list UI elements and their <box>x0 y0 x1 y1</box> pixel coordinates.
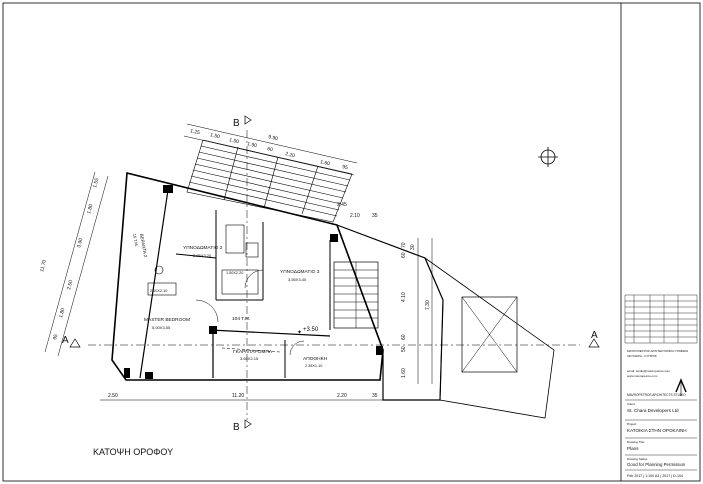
svg-text:2.20: 2.20 <box>337 393 347 399</box>
svg-text:30: 30 <box>410 244 416 250</box>
structural-columns <box>124 185 383 379</box>
section-a-right-icon <box>588 338 600 348</box>
svg-text:60: 60 <box>401 334 407 340</box>
project-label: Project <box>627 422 637 426</box>
external-stair <box>186 139 353 223</box>
section-b-bottom-icon <box>244 419 252 429</box>
bottom-dimension-labels: 2.50 11.20 2.20 35 <box>108 393 378 399</box>
bedroom3-label: ΥΠΝΟΔΩΜΑΤΙΟ 3 <box>280 269 320 275</box>
wardrobe-label: ΓΚΑΡΝΤΑΡΟΜΠΑ <box>233 349 273 355</box>
right-dimension-chain <box>417 238 433 384</box>
section-a-right-label: A <box>591 330 598 341</box>
building-outline <box>111 171 555 419</box>
left-dimension-chain <box>44 171 109 357</box>
top-dimension-labels: 1.25 1.50 1.50 1.90 60 2.20 1.60 95 9.90 <box>190 128 349 171</box>
section-b-top-label: B <box>233 118 240 129</box>
svg-text:1.80: 1.80 <box>58 307 66 318</box>
master-bedroom-label: MASTER BEDROOM <box>144 317 190 323</box>
drawing-status: Good for Planning Permission <box>627 462 686 467</box>
svg-text:1.90: 1.90 <box>247 141 258 149</box>
plan-title: ΚΑΤΟΨΗ ΟΡΟΦΟΥ <box>93 447 173 457</box>
client-name: St. Chara Developers Ltd <box>627 408 679 413</box>
svg-text:3.90: 3.90 <box>76 237 84 248</box>
north-arrow-icon <box>538 147 558 167</box>
drawing-title-label: Drawing Title <box>627 440 645 444</box>
svg-text:1.55: 1.55 <box>92 177 100 188</box>
svg-text:1.80: 1.80 <box>86 203 94 214</box>
svg-text:2.45: 2.45 <box>337 202 347 208</box>
svg-text:4.10: 4.10 <box>401 292 407 302</box>
bedroom3-dims: 3.55X3.40 <box>288 277 307 282</box>
svg-text:60: 60 <box>401 252 407 258</box>
svg-text:35: 35 <box>372 393 378 399</box>
section-b-bottom-label: B <box>233 422 240 433</box>
svg-text:1.50: 1.50 <box>210 132 221 140</box>
firm-web: www.mavropetros.com <box>627 374 658 378</box>
svg-text:9.90: 9.90 <box>268 134 279 142</box>
svg-text:95: 95 <box>342 164 349 171</box>
drawing-title: Plans <box>627 446 639 451</box>
veranda-label: ΒΕΡΑΝΤΑ 2 <box>139 233 148 258</box>
total-area-label: 104 T.M. <box>232 316 250 322</box>
svg-text:60: 60 <box>267 146 274 153</box>
firm-header: ΜΑΥΡΟΠΕΤΡΟΣ ΑΡΧΙΤΕΚΤΟΝΙΚΟ ΓΡΑΦΕΙΟ <box>627 349 689 353</box>
svg-text:1.60: 1.60 <box>320 159 331 167</box>
master-bedroom-dims: 5.00X3.55 <box>152 325 171 330</box>
svg-text:50: 50 <box>401 346 407 352</box>
top-dimension-chain <box>183 123 358 176</box>
svg-text:1.25: 1.25 <box>190 128 201 136</box>
level-label: +3.50 <box>303 327 319 333</box>
svg-text:1.60: 1.60 <box>401 368 407 378</box>
bath-dims: 1.50X2.20 <box>226 271 243 275</box>
svg-text:95: 95 <box>52 333 59 340</box>
svg-text:35: 35 <box>372 213 378 219</box>
veranda-area: 16 T.M. <box>132 233 139 247</box>
storage-label: ΑΠΟΘΗΚΗ <box>303 356 328 362</box>
svg-text:70: 70 <box>401 242 407 248</box>
section-a-left-label: A <box>62 335 69 346</box>
firm-name: MAVROPETROS ARCHITECTS STUDIO <box>627 393 686 397</box>
section-b-top-icon <box>244 115 252 125</box>
right-top-dimension-labels: 2.45 2.10 35 <box>337 202 378 219</box>
svg-text:2.20: 2.20 <box>285 151 296 159</box>
svg-text:7.30: 7.30 <box>425 300 431 310</box>
section-a-left-icon <box>69 338 81 348</box>
level-marker-icon: ✦ <box>297 329 302 336</box>
storage-dims: 2.35X1.10 <box>305 364 322 368</box>
client-label: Client <box>627 402 635 406</box>
firm-logo-icon <box>675 378 687 396</box>
drawing-status-label: Drawing Status <box>627 457 648 461</box>
svg-text:11.20: 11.20 <box>232 393 244 399</box>
svg-text:11.70: 11.70 <box>39 259 48 272</box>
bedroom2-dims: 3.65X3.20 <box>193 253 212 258</box>
svg-text:2.50: 2.50 <box>66 279 74 290</box>
firm-address: ΛΕΥΚΩΣΙΑ - ΚΥΠΡΟΣ <box>627 354 657 358</box>
wardrobe-dims: 3.65X2.15 <box>240 356 259 361</box>
drawing-footer: Feb 2017 | 1:100 A3 | 2017 | D-104 <box>627 474 683 478</box>
firm-email: email: studio@mavropetros.com <box>627 369 671 373</box>
ensuite-dims: 2.00X2.10 <box>150 289 167 293</box>
svg-text:1.50: 1.50 <box>229 137 240 145</box>
project-name: ΚΑΤΟΙΚΙΑ ΣΤΗΝ ΟΡΟΚΛΙΝΗ <box>627 428 687 433</box>
bedroom2-label: ΥΠΝΟΔΩΜΑΤΙΟ 2 <box>183 245 223 251</box>
left-dimension-labels: 1.55 1.80 3.90 2.50 1.80 95 11.70 <box>39 177 100 340</box>
svg-text:2.10: 2.10 <box>350 213 360 219</box>
title-block-grid <box>624 294 698 471</box>
svg-text:2.50: 2.50 <box>108 393 118 399</box>
right-dimension-labels: 70 60 30 4.10 60 50 1.60 7.30 <box>401 242 431 378</box>
